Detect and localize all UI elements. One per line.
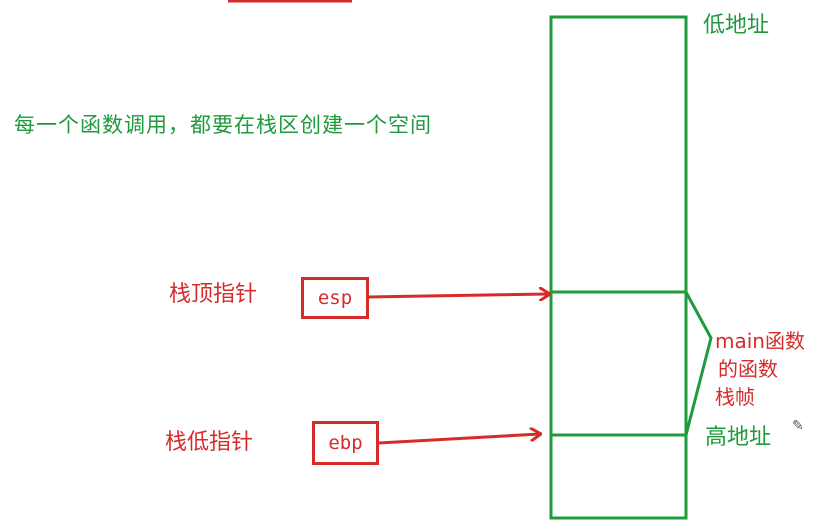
frame-label-line-2: 的函数 <box>718 357 778 381</box>
stack-area-rect <box>549 15 688 520</box>
low-address-label: 低地址 <box>703 13 770 38</box>
frame-label-line-1: main函数 <box>715 329 805 353</box>
esp-register-box: esp <box>301 277 369 319</box>
main-frame-label: main函数 的函数 栈帧 <box>715 327 805 411</box>
pencil-icon[interactable]: ✎ <box>792 418 804 434</box>
ebp-arrow <box>378 434 540 445</box>
high-address-label: 高地址 <box>705 425 772 450</box>
frame-label-line-3: 栈帧 <box>715 385 755 409</box>
frame-brace <box>684 291 713 436</box>
esp-pointer-label: 栈顶指针 <box>169 282 258 307</box>
ebp-pointer-label: 栈低指针 <box>165 430 254 455</box>
diagram-title: 每一个函数调用，都要在栈区创建一个空间 <box>14 113 432 137</box>
esp-arrow <box>368 294 549 297</box>
ebp-register-box: ebp <box>312 421 379 465</box>
